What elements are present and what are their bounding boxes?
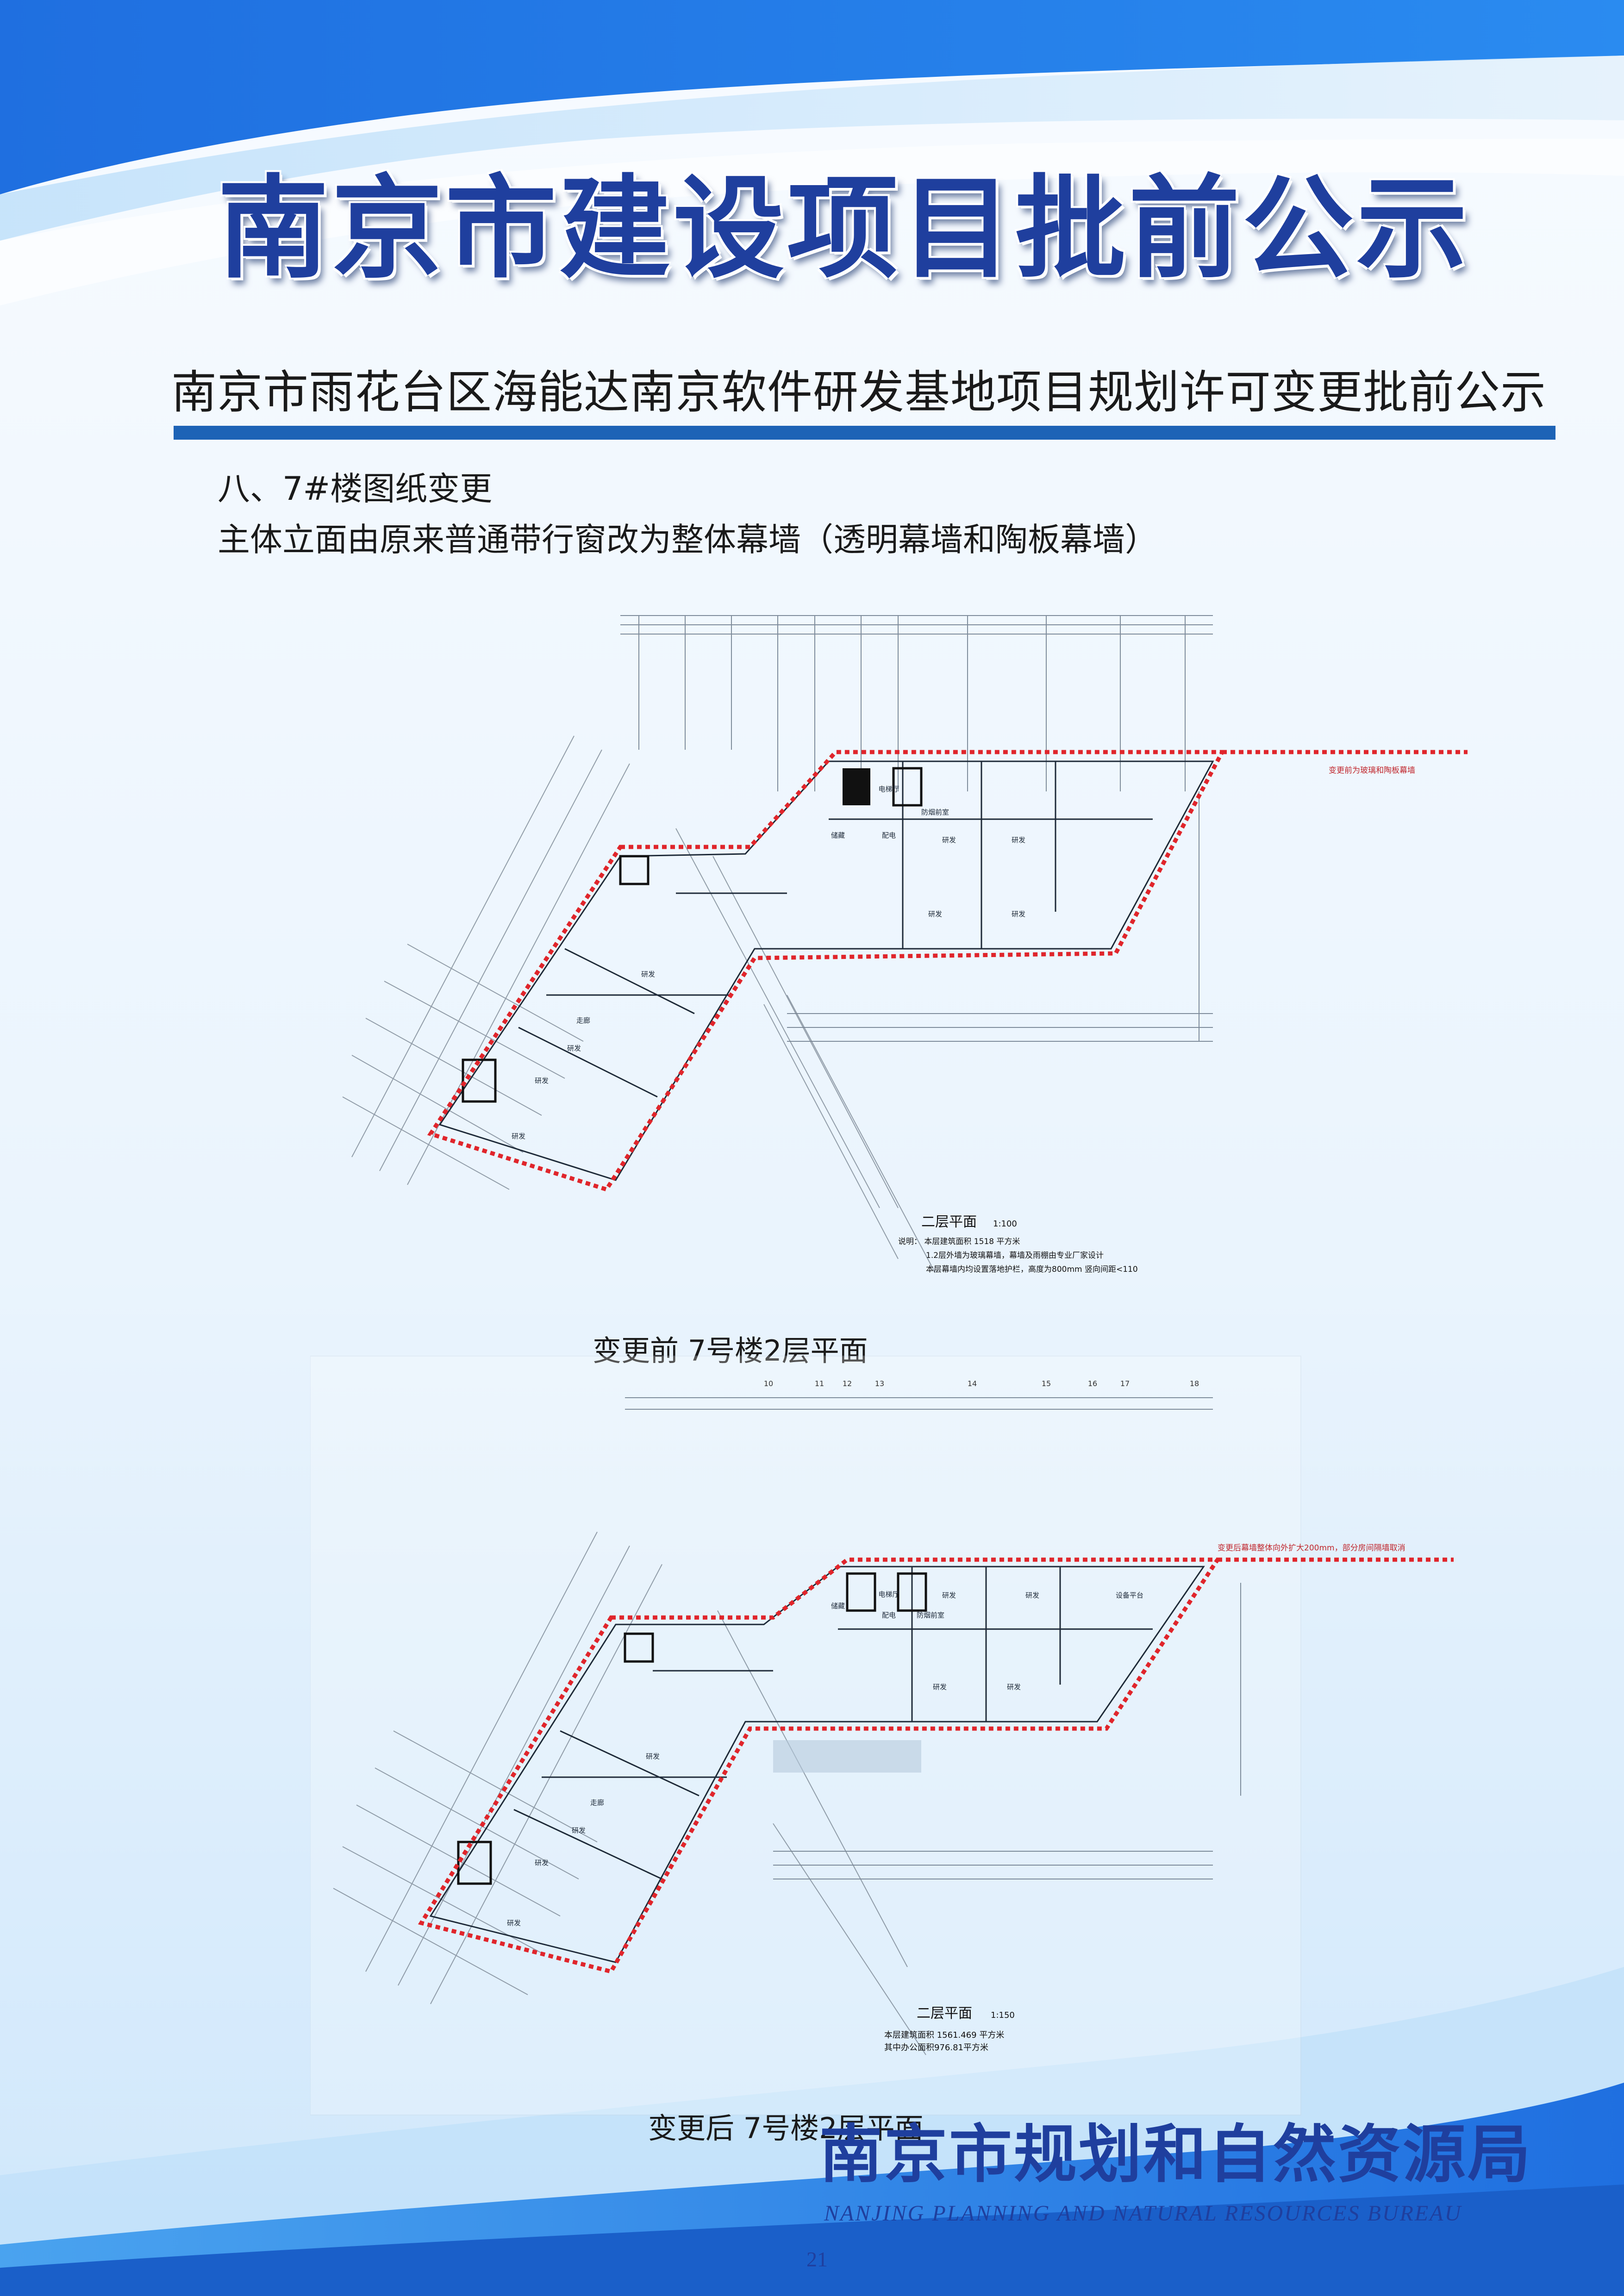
before-plan-title: 二层平面 bbox=[921, 1214, 977, 1230]
room-label-after: 设备平台 bbox=[1116, 1591, 1143, 1599]
grid-number: 14 bbox=[968, 1379, 977, 1388]
room-label-after: 储藏 bbox=[831, 1602, 845, 1610]
grid-number: 15 bbox=[1042, 1379, 1051, 1388]
room-label-before: 电梯厅 bbox=[878, 785, 899, 793]
grid-number: 12 bbox=[843, 1379, 852, 1388]
room-label-before: 研发 bbox=[535, 1076, 549, 1085]
floor-plan-before: 研发 研发 研发 研发 研发 研发 研发 研发 走廊 电梯厅 储藏 配电 防烟前… bbox=[342, 615, 1468, 1274]
room-label-after: 研发 bbox=[1025, 1591, 1039, 1599]
before-note-line: 1.2层外墙为玻璃幕墙，幕墙及雨棚由专业厂家设计 bbox=[926, 1251, 1104, 1260]
room-label-after: 走廊 bbox=[590, 1798, 604, 1807]
room-label-after: 研发 bbox=[535, 1859, 549, 1867]
room-label-before: 研发 bbox=[641, 970, 655, 978]
section-heading: 八、7#楼图纸变更 bbox=[218, 470, 493, 508]
room-label-before: 研发 bbox=[567, 1044, 581, 1052]
after-note-line: 其中办公面积976.81平方米 bbox=[884, 2043, 988, 2053]
after-note-line: 本层建筑面积 1561.469 平方米 bbox=[884, 2030, 1004, 2040]
before-note-line: 说明： 本层建筑面积 1518 平方米 bbox=[898, 1237, 1020, 1246]
grid-number: 10 bbox=[764, 1379, 773, 1388]
room-label-before: 走廊 bbox=[576, 1016, 590, 1025]
before-plan-scale: 1:100 bbox=[993, 1219, 1017, 1229]
room-label-after: 研发 bbox=[933, 1683, 947, 1691]
grid-number: 17 bbox=[1120, 1379, 1130, 1388]
before-caption: 变更前 7号楼2层平面 bbox=[593, 1334, 868, 1368]
before-note-line: 本层幕墙内均设置落地护栏，高度为800mm 竖向间距<110 bbox=[926, 1265, 1138, 1274]
after-plan-scale: 1:150 bbox=[991, 2010, 1015, 2020]
room-label-after: 研发 bbox=[507, 1919, 521, 1927]
room-label-before: 储藏 bbox=[831, 831, 845, 840]
room-label-before: 研发 bbox=[512, 1132, 525, 1140]
page-number: 21 bbox=[806, 2247, 828, 2271]
room-label-before: 研发 bbox=[928, 910, 942, 918]
notice-subtitle: 南京市雨花台区海能达南京软件研发基地项目规划许可变更批前公示 bbox=[171, 366, 1547, 419]
after-plan-title: 二层平面 bbox=[917, 2005, 972, 2022]
grid-number: 13 bbox=[875, 1379, 884, 1388]
grid-number: 18 bbox=[1190, 1379, 1199, 1388]
before-red-note: 变更前为玻璃和陶板幕墙 bbox=[1329, 766, 1415, 775]
title-divider bbox=[174, 426, 1555, 440]
room-label-after: 防烟前室 bbox=[917, 1611, 944, 1619]
room-label-after: 配电 bbox=[882, 1611, 896, 1619]
room-label-after: 研发 bbox=[646, 1752, 660, 1761]
grid-number: 16 bbox=[1088, 1379, 1097, 1388]
section-description: 主体立面由原来普通带行窗改为整体幕墙（透明幕墙和陶板幕墙） bbox=[218, 521, 1157, 559]
main-title: 南京市建设项目批前公示 bbox=[218, 163, 1471, 293]
room-label-after: 电梯厅 bbox=[878, 1590, 899, 1599]
footer-organization: 南京市规划和自然资源局 bbox=[819, 2117, 1532, 2191]
after-caption: 变更后 7号楼2层平面 bbox=[648, 2111, 924, 2145]
room-label-after: 研发 bbox=[942, 1591, 956, 1599]
room-label-before: 研发 bbox=[1012, 910, 1025, 918]
room-label-before: 研发 bbox=[1012, 836, 1025, 844]
floor-plan-after: 研发 研发 研发 研发 研发 研发 研发 研发 走廊 电梯厅 储藏 配电 防烟前… bbox=[310, 1356, 1454, 2116]
room-label-after: 研发 bbox=[1007, 1683, 1021, 1691]
room-label-before: 配电 bbox=[882, 831, 896, 840]
room-label-before: 研发 bbox=[942, 836, 956, 844]
room-label-before: 防烟前室 bbox=[921, 808, 949, 816]
after-red-note: 变更后幕墙整体向外扩大200mm，部分房间隔墙取消 bbox=[1218, 1543, 1405, 1553]
grid-number: 11 bbox=[815, 1379, 824, 1388]
room-label-after: 研发 bbox=[572, 1826, 586, 1835]
footer-organization-en: NANJING PLANNING AND NATURAL RESOURCES B… bbox=[824, 2201, 1462, 2226]
